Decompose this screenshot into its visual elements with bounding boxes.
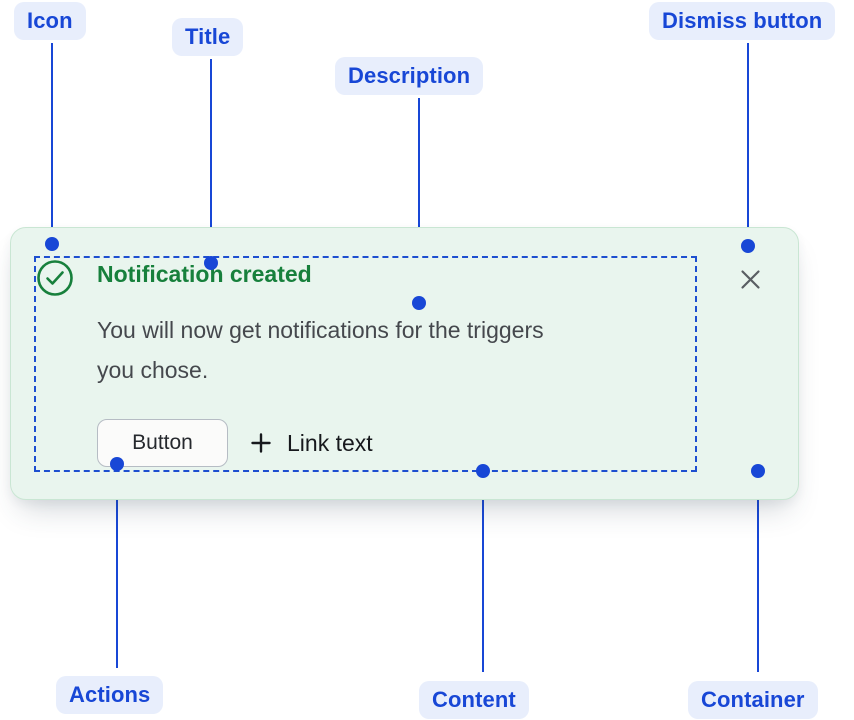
notification-description: You will now get notifications for the t… (97, 310, 544, 390)
actions-callout-line (116, 468, 118, 668)
close-icon (739, 268, 762, 291)
description-callout-dot (412, 296, 426, 310)
notification-description-line1: You will now get notifications for the t… (97, 317, 544, 343)
notification-toast-container: Notification created You will now get no… (10, 227, 799, 500)
annotation-label-actions: Actions (56, 676, 164, 714)
plus-icon (249, 431, 273, 455)
annotation-label-content: Content (419, 681, 529, 719)
icon-callout-dot (45, 237, 59, 251)
content-region-outline (34, 256, 697, 472)
annotation-label-dismiss-button: Dismiss button (649, 2, 836, 40)
icon-callout-line (51, 43, 53, 239)
title-callout-dot (204, 256, 218, 270)
title-callout-line (210, 59, 212, 258)
dismiss-callout-line (747, 43, 749, 241)
annotation-label-container: Container (688, 681, 818, 719)
link-action[interactable]: Link text (249, 419, 373, 467)
description-callout-line (418, 98, 420, 298)
annotation-label-icon: Icon (14, 2, 86, 40)
content-callout-line (482, 474, 484, 672)
check-circle-icon (36, 259, 74, 297)
dismiss-callout-dot (741, 239, 755, 253)
action-button-label: Button (132, 431, 193, 454)
content-callout-dot (476, 464, 490, 478)
container-callout-line (757, 474, 759, 672)
actions-callout-dot (110, 457, 124, 471)
link-action-label: Link text (287, 429, 373, 456)
container-callout-dot (751, 464, 765, 478)
annotation-label-description: Description (335, 57, 484, 95)
dismiss-button[interactable] (733, 262, 767, 296)
annotation-label-title: Title (172, 18, 244, 56)
notification-description-line2: you chose. (97, 357, 209, 383)
